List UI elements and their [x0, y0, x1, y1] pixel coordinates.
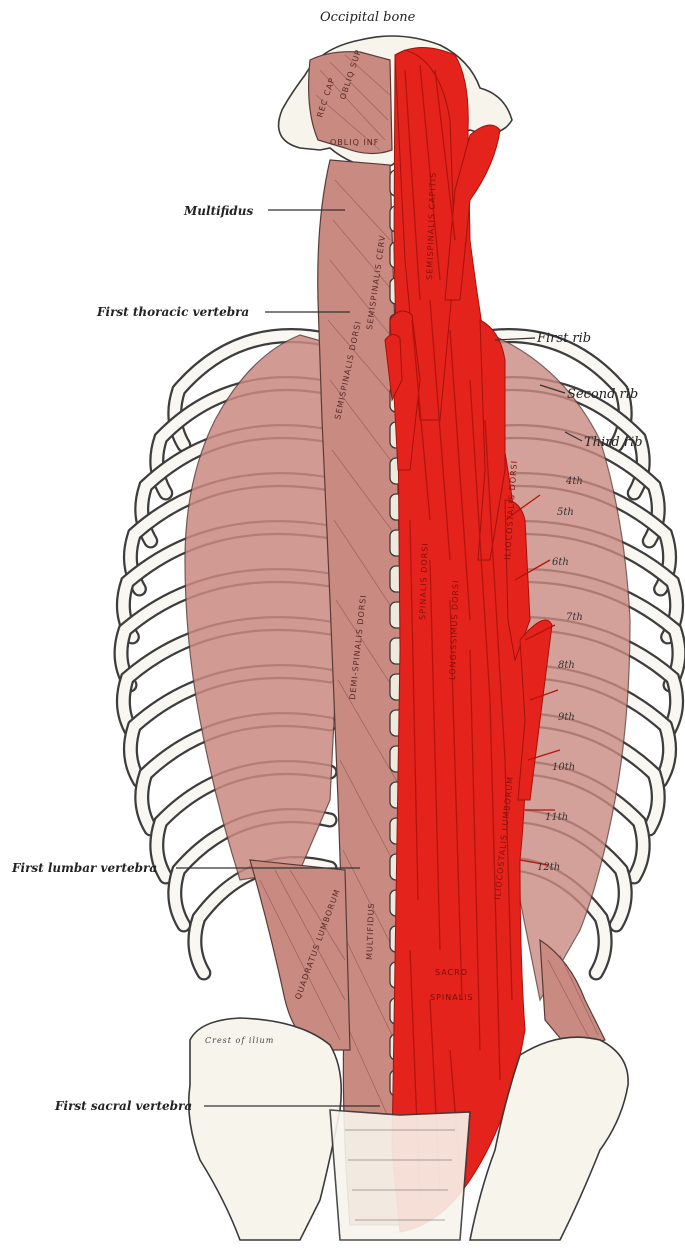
right-lumbar-muscles: [539, 938, 606, 1051]
label-first-rib: First rib: [536, 331, 591, 346]
engraved-sacrospinalis-1: SACRO: [435, 968, 468, 977]
label-first-thoracic-vertebra: First thoracic vertebra: [96, 305, 249, 319]
rib-number-label: 8th: [558, 660, 575, 671]
engraved-crest-ilium: Crest of ilium: [205, 1036, 274, 1045]
leader-second-rib: [539, 384, 566, 394]
label-second-rib: Second rib: [567, 387, 638, 402]
rib-number-label: 5th: [557, 507, 574, 518]
erector-spinae-highlighted: SEMISPINALIS CAPITIS ILIOCOSTALIS DORSI …: [384, 47, 631, 1233]
leader-first-rib: [494, 337, 536, 341]
engraved-multifidus: MULTIFIDUS: [365, 902, 376, 960]
label-first-lumbar-vertebra: First lumbar vertebra: [11, 861, 157, 875]
rib-number-label: 11th: [545, 812, 568, 823]
engraved-spinalis: SPINALIS DORSI: [418, 542, 430, 620]
rib-number-label: 7th: [566, 612, 583, 623]
engraved-sacrospinalis-2: SPINALIS: [430, 993, 474, 1002]
label-multifidus: Multifidus: [183, 204, 254, 218]
engraved-semispinalis-capitis: SEMISPINALIS CAPITIS: [425, 172, 438, 280]
leader-third-rib: [564, 431, 583, 442]
rib-number-label: 10th: [552, 762, 575, 773]
rib-number-label: 9th: [558, 712, 575, 723]
label-occipital-bone: Occipital bone: [320, 10, 416, 25]
rib-number-labels: 4th 5th 6th 7th 8th 9th 10th 11th 12th: [537, 476, 583, 873]
rib-number-label: 12th: [537, 862, 560, 873]
engraved-label: OBLIQ INF: [330, 138, 379, 147]
rib-number-label: 4th: [565, 476, 583, 487]
callouts: Occipital bone Multifidus First thoracic…: [11, 10, 643, 1113]
label-third-rib: Third rib: [584, 435, 643, 450]
pelvis: Crest of ilium: [187, 1017, 629, 1241]
rib-number-label: 6th: [552, 557, 569, 568]
label-first-sacral-vertebra: First sacral vertebra: [54, 1099, 192, 1113]
engraved-longissimus-dorsi: LONGISSIMUS DORSI: [448, 579, 460, 680]
left-deep-muscles: SEMISPINALIS DORSI SEMISPINALIS CERV MUL…: [184, 159, 406, 1226]
